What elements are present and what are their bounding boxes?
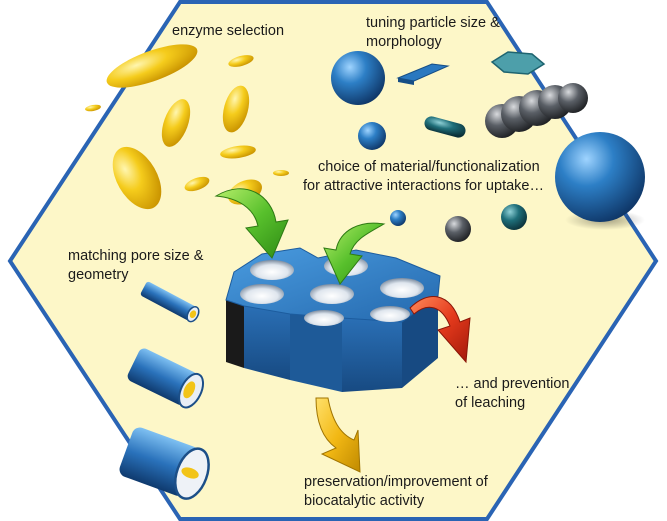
- pore-opening: [380, 278, 424, 298]
- hexagonal-plate-particle: [490, 51, 546, 75]
- enzyme-ellipsoid: [273, 170, 289, 176]
- enzyme-ellipsoid: [106, 44, 198, 88]
- red-arrow: [409, 296, 471, 364]
- teal-rod-particle: [424, 116, 466, 138]
- label-tuning-line2: morphology: [366, 34, 442, 50]
- medium-tube: [127, 348, 205, 409]
- support-side-front: [342, 318, 402, 392]
- pore-opening: [304, 310, 344, 326]
- green-arrow-right: [323, 222, 386, 285]
- thin-tube: [140, 281, 200, 323]
- enzyme-ellipsoid: [222, 85, 250, 133]
- label-leaching-line1: … and prevention: [455, 376, 570, 392]
- support-side-front: [244, 306, 290, 380]
- tube-group: [119, 281, 210, 500]
- label-matching-line1: matching pore size &: [68, 248, 204, 264]
- pore-opening: [250, 260, 294, 280]
- pore-opening: [310, 284, 354, 304]
- enzyme-ellipsoid: [220, 145, 256, 159]
- grey-sphere: [558, 83, 588, 113]
- enzyme-ellipsoid: [112, 146, 162, 210]
- pore-opening: [370, 306, 410, 322]
- blue-plate-side: [398, 78, 414, 85]
- teal-sphere-small: [501, 204, 527, 230]
- tiny-blue-sphere: [390, 210, 406, 226]
- large-blue-sphere: [555, 132, 645, 222]
- enzyme-ellipsoid: [228, 55, 254, 67]
- label-matching-line2: geometry: [68, 267, 129, 283]
- small-blue-sphere: [358, 122, 386, 150]
- enzyme-ellipsoid: [184, 176, 210, 192]
- label-tuning-line1: tuning particle size &: [366, 15, 500, 31]
- grey-sphere-small: [445, 216, 471, 242]
- label-preservation-line2: biocatalytic activity: [304, 493, 425, 509]
- grey-particle-chain: [485, 83, 588, 138]
- enzyme-ellipsoid: [85, 104, 101, 112]
- support-side-left: [226, 300, 244, 368]
- label-leaching-line2: of leaching: [455, 395, 526, 411]
- enzyme-ellipsoid: [161, 99, 191, 147]
- yellow-arrow: [315, 397, 361, 473]
- label-preservation-line1: preservation/improvement of: [304, 474, 488, 490]
- particle-group: [331, 51, 645, 242]
- green-arrow-left: [214, 188, 289, 259]
- label-choice-line2: for attractive interactions for uptake…: [303, 178, 544, 194]
- support-side-front: [290, 314, 342, 392]
- support-side-right: [402, 296, 438, 388]
- porous-support: [225, 247, 441, 392]
- label-choice-line1: choice of material/functionalization: [318, 159, 540, 175]
- pore-opening: [240, 284, 284, 304]
- wide-tube: [119, 427, 210, 500]
- label-enzyme-selection: enzyme selection: [172, 23, 285, 39]
- large-blue-sphere: [331, 51, 385, 105]
